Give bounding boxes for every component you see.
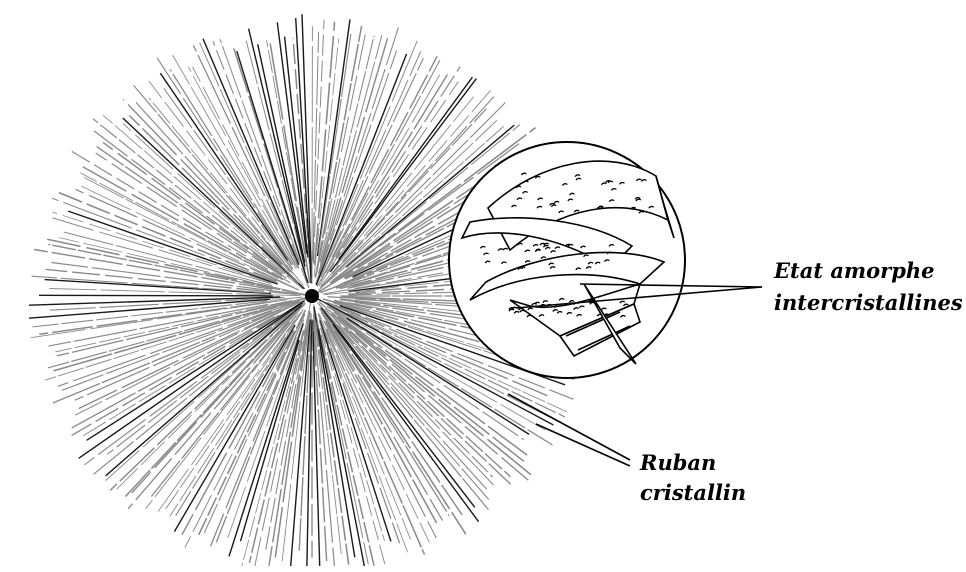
label-amorphous-line1: Etat amorphe <box>773 258 935 283</box>
spherulite-nucleus <box>305 289 319 303</box>
label-amorphous-line2: intercristallines <box>774 290 963 315</box>
fibril-ray <box>123 118 305 289</box>
fibril-ray <box>94 311 295 475</box>
pointer-ribbon-2 <box>536 424 630 466</box>
fibril-ray <box>275 311 310 558</box>
fibril-ray <box>29 299 270 318</box>
fibril-ray <box>160 73 287 260</box>
label-ribbon-line2: cristallin <box>640 480 746 505</box>
label-ribbon-line1: Ruban <box>639 450 716 475</box>
fibril-ray <box>321 328 386 566</box>
pointer-ribbon-1 <box>508 394 630 460</box>
fibril-ray <box>317 303 488 510</box>
fibril-ray <box>39 295 273 296</box>
fibril-ray <box>324 321 430 543</box>
fibril-ray <box>149 81 292 270</box>
fibril-ray <box>241 340 300 541</box>
fibril-ray <box>93 119 303 289</box>
fibril-ray <box>151 316 296 497</box>
magnified-inset <box>449 142 685 378</box>
fibril-ray <box>110 304 304 491</box>
fibril-ray <box>79 303 303 459</box>
